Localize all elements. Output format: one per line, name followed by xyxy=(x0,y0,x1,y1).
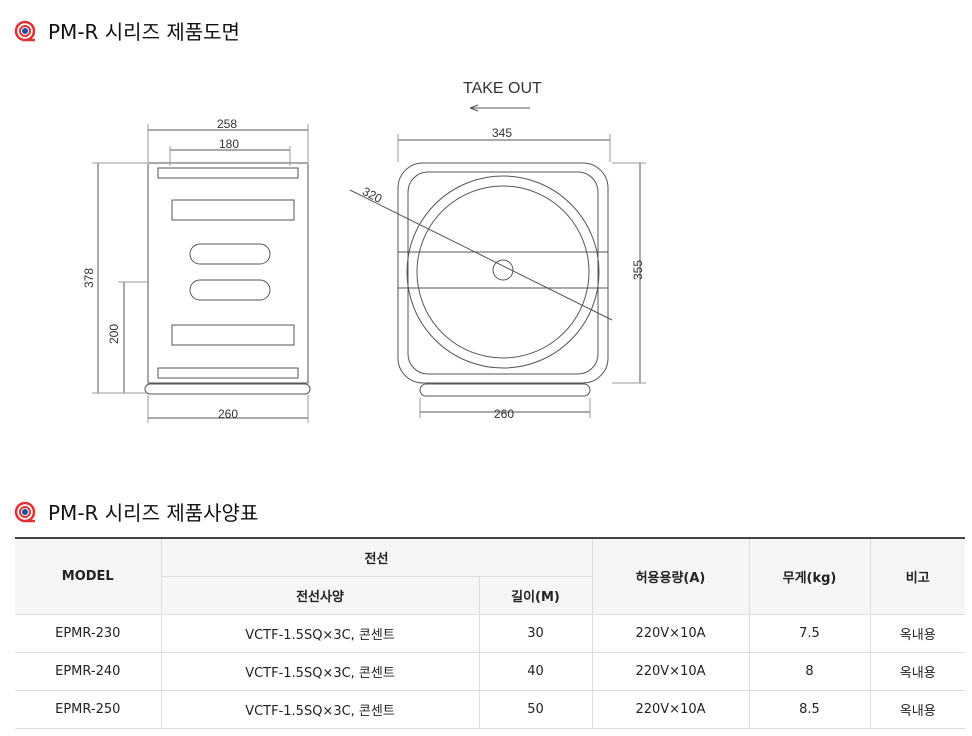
header-length: 길이(M) xyxy=(478,576,592,615)
cell-weight: 8.5 xyxy=(748,690,871,729)
cell-note: 옥내용 xyxy=(869,652,965,691)
cell-spec: VCTF-1.5SQ×3C, 콘센트 xyxy=(160,652,480,691)
dim-260-side: 260 xyxy=(218,407,238,421)
section-title-text: PM-R 시리즈 제품도면 xyxy=(48,20,240,44)
cell-note: 옥내용 xyxy=(869,614,965,653)
cell-weight: 7.5 xyxy=(748,614,871,653)
header-note: 비고 xyxy=(869,537,965,615)
header-weight: 무게(kg) xyxy=(748,537,871,615)
cell-model: EPMR-250 xyxy=(15,690,162,729)
header-wire-spec: 전선사양 xyxy=(161,576,480,615)
header-capacity: 허용용량(A) xyxy=(591,537,750,615)
cell-capacity: 220V×10A xyxy=(591,652,750,691)
dim-345: 345 xyxy=(492,126,512,140)
dim-355: 355 xyxy=(631,260,645,280)
cell-spec: VCTF-1.5SQ×3C, 콘센트 xyxy=(160,614,480,653)
logo-icon xyxy=(14,20,36,41)
dim-180: 180 xyxy=(219,137,239,151)
header-wire: 전선 xyxy=(160,537,593,577)
cell-capacity: 220V×10A xyxy=(591,690,750,729)
section-title-text: PM-R 시리즈 제품사양표 xyxy=(48,501,259,525)
cell-weight: 8 xyxy=(748,652,871,691)
dim-320: 320 xyxy=(360,184,384,206)
section-title-drawing: PM-R 시리즈 제품도면 xyxy=(14,16,240,45)
spec-table: MODEL 전선 허용용량(A) 무게(kg) 비고 전선사양 길이(M) EP… xyxy=(15,537,965,729)
cell-length: 40 xyxy=(478,652,593,691)
cell-capacity: 220V×10A xyxy=(591,614,750,653)
logo-icon xyxy=(14,501,36,522)
cell-model: EPMR-230 xyxy=(15,614,162,653)
cell-model: EPMR-240 xyxy=(15,652,162,691)
dim-258: 258 xyxy=(217,117,237,131)
dim-260-front: 260 xyxy=(494,407,514,421)
dim-378: 378 xyxy=(82,268,96,288)
cell-length: 50 xyxy=(478,690,593,729)
section-title-spec: PM-R 시리즈 제품사양표 xyxy=(14,497,258,526)
dim-200: 200 xyxy=(107,324,121,344)
take-out-label: TAKE OUT xyxy=(463,80,542,97)
cell-spec: VCTF-1.5SQ×3C, 콘센트 xyxy=(160,690,480,729)
header-model: MODEL xyxy=(15,537,162,615)
product-drawing: TAKE OUT 258 180 378 200 260 345 320 355… xyxy=(82,80,646,423)
cell-note: 옥내용 xyxy=(869,690,965,729)
cell-length: 30 xyxy=(478,614,593,653)
